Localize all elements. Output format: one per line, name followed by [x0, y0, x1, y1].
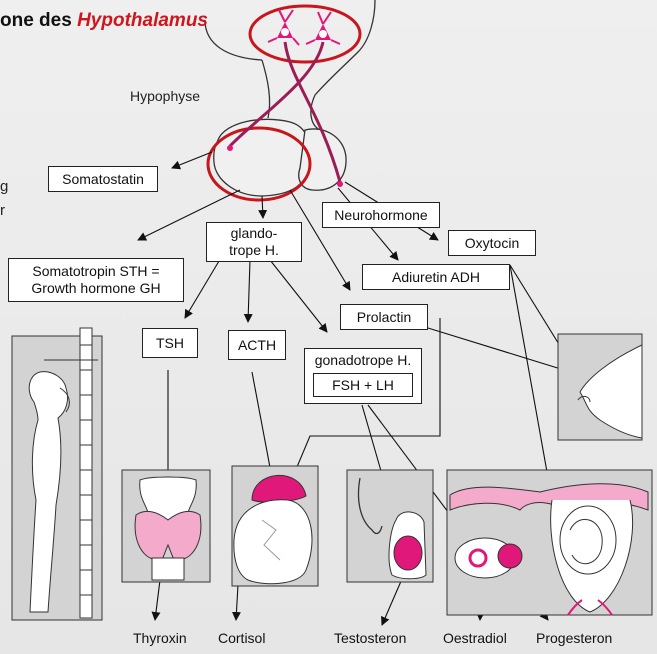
oxytocin-box: Oxytocin	[448, 230, 536, 256]
tsh-box: TSH	[142, 328, 198, 358]
hypophyse-label: Hypophyse	[130, 88, 201, 104]
neurohormone-box: Neurohormone	[322, 202, 440, 228]
axon-terminal-right	[337, 181, 343, 187]
testis-panel	[346, 469, 434, 583]
hormone-oestradiol: Oestradiol	[443, 630, 507, 646]
human-figure-panel	[11, 327, 103, 621]
brain-outline	[204, 0, 376, 131]
hypothalamus-highlight	[248, 4, 362, 64]
gonadotrope-label: gonadotrope H.	[314, 352, 412, 368]
glandotrope-line2: trope H.	[229, 242, 279, 258]
page-title: one des Hypothalamus	[0, 10, 208, 32]
prolactin-box: Prolactin	[340, 304, 428, 330]
ovary-uterus-panel	[446, 469, 653, 616]
neuron-axons	[228, 41, 342, 183]
hormone-testosteron: Testosteron	[334, 630, 407, 646]
hormone-cortisol: Cortisol	[218, 630, 266, 646]
axon-terminal-left	[227, 145, 233, 151]
hormone-progesteron: Progesteron	[536, 630, 613, 646]
edge-fragment-2: r	[0, 202, 5, 219]
title-prefix: one des	[0, 10, 78, 31]
title-highlight: Hypothalamus	[77, 10, 208, 31]
acth-box: ACTH	[228, 330, 286, 360]
sth-line1: Somatotropin STH =	[32, 263, 160, 279]
sth-line2: Growth hormone GH	[31, 280, 161, 296]
glandotrope-box: glando-trope H.	[206, 222, 302, 262]
glandotrope-line1: glando-	[230, 225, 278, 241]
gonadotrope-box: gonadotrope H. FSH + LH	[304, 348, 422, 404]
adrenal-panel	[231, 465, 319, 587]
adh-box: Adiuretin ADH	[362, 264, 510, 290]
pituitary-highlight	[206, 126, 312, 202]
hormone-thyroxin: Thyroxin	[133, 630, 187, 646]
breast-panel	[557, 333, 643, 441]
thyroid-panel	[121, 469, 211, 583]
fsh-lh-box: FSH + LH	[313, 373, 413, 397]
somatostatin-box: Somatostatin	[48, 166, 158, 192]
neuron-left	[267, 9, 300, 46]
edge-fragment-1: g	[0, 178, 9, 195]
sth-box: Somatotropin STH =Growth hormone GH	[8, 258, 184, 302]
neuron-right	[305, 11, 341, 45]
